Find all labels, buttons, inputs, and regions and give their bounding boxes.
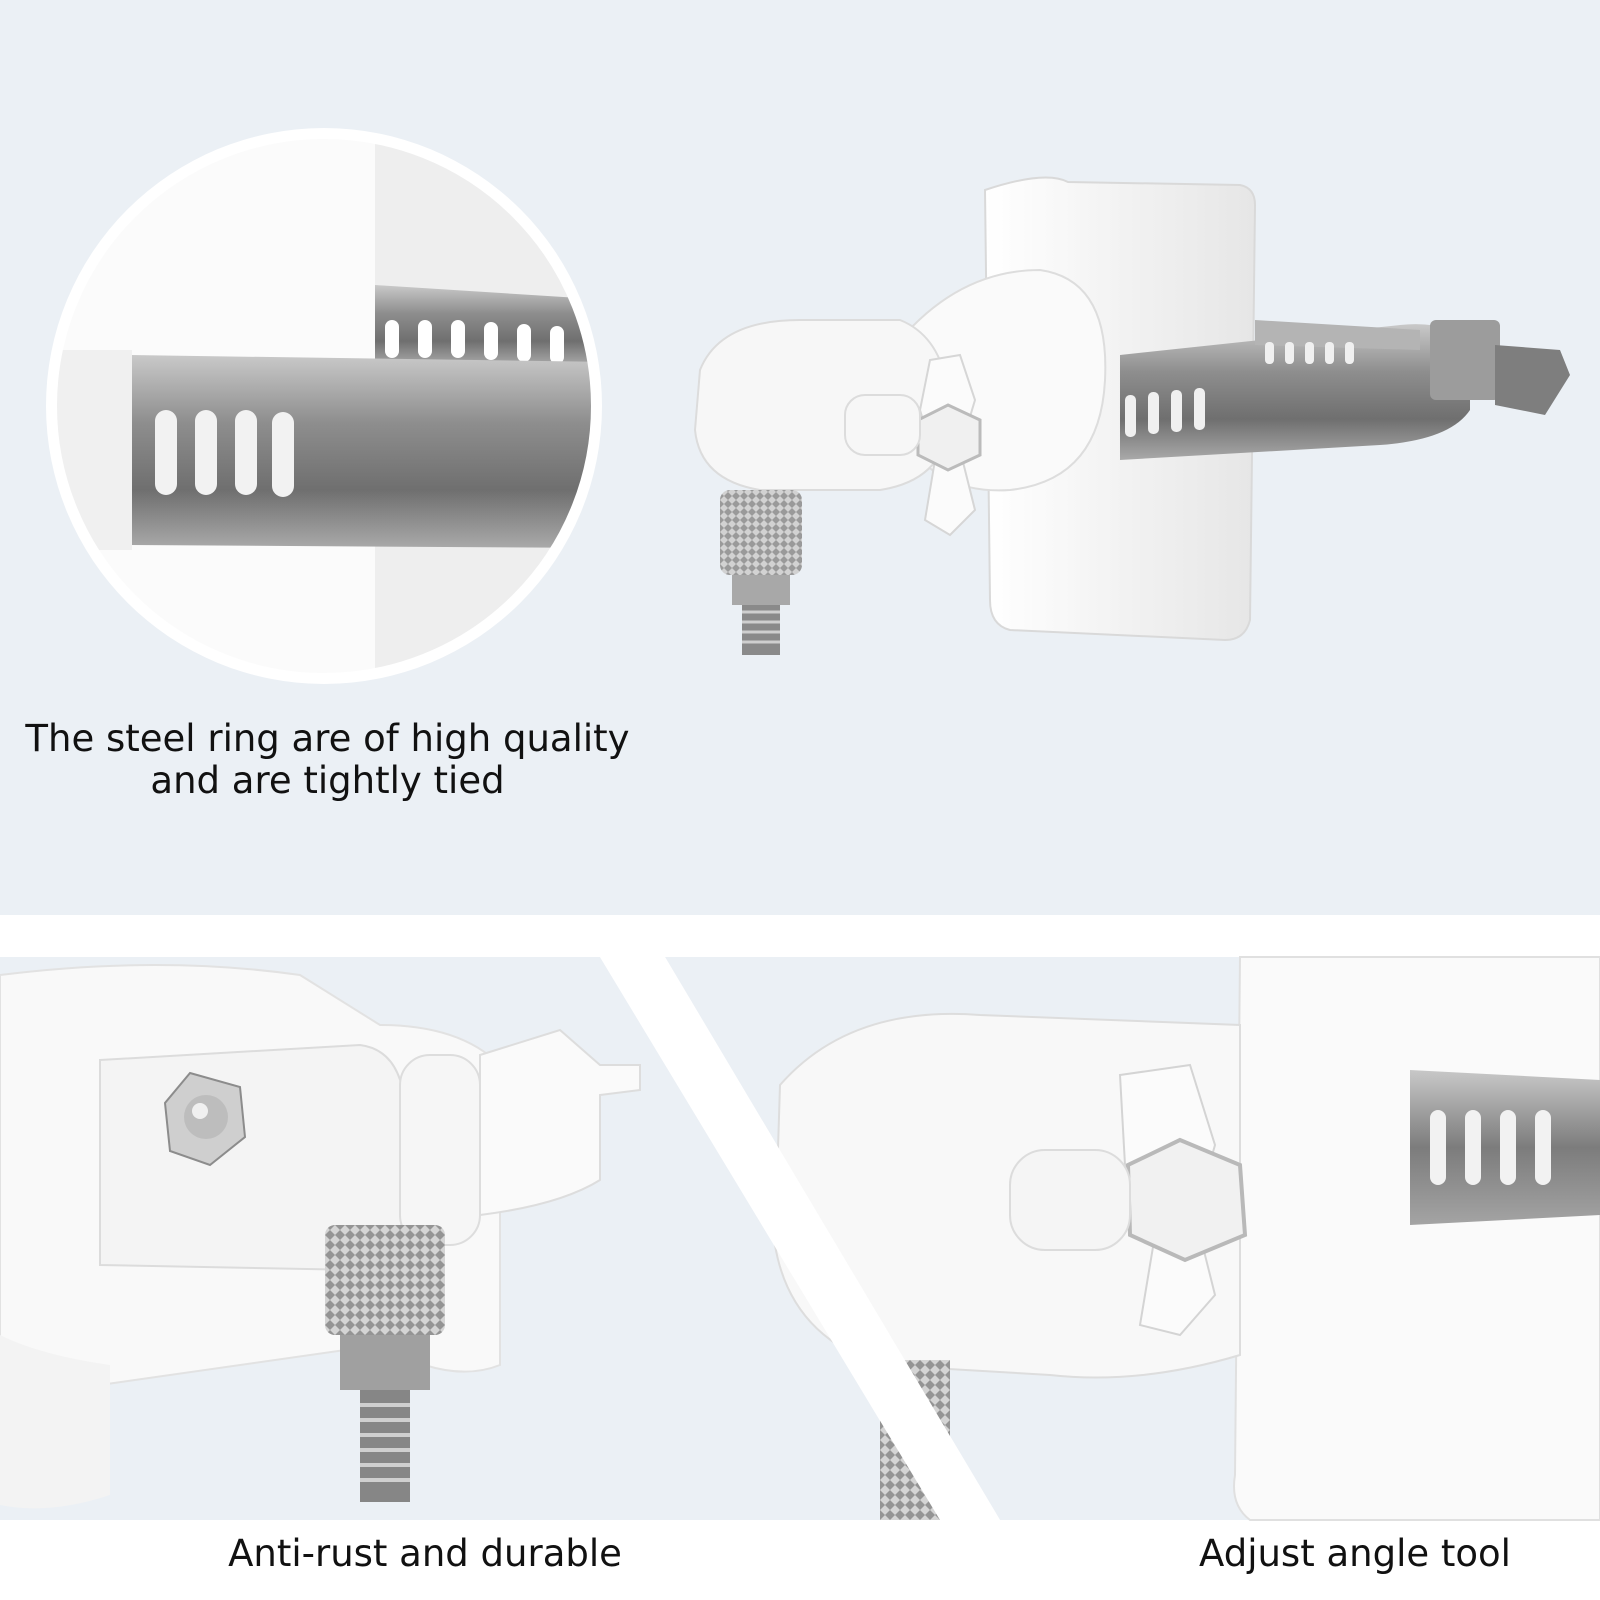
bottom-right-panel	[665, 956, 1600, 1521]
caption-steel-ring-line2: and are tightly tied	[150, 759, 505, 802]
caption-steel-ring: The steel ring are of high quality and a…	[0, 718, 655, 802]
top-illustrations	[46, 128, 1570, 684]
caption-steel-ring-line1: The steel ring are of high quality	[25, 717, 630, 760]
bottom-illustrations	[0, 956, 1600, 1521]
bottom-area: Anti-rust and durable Adjust angle tool	[0, 915, 1600, 1600]
mount-product	[693, 176, 1570, 655]
bottom-left-panel	[0, 957, 940, 1520]
caption-anti-rust: Anti-rust and durable	[228, 1532, 622, 1575]
zoom-circle	[46, 128, 602, 684]
top-panel: The steel ring are of high quality and a…	[0, 0, 1600, 915]
caption-adjust-angle: Adjust angle tool	[1199, 1532, 1511, 1575]
